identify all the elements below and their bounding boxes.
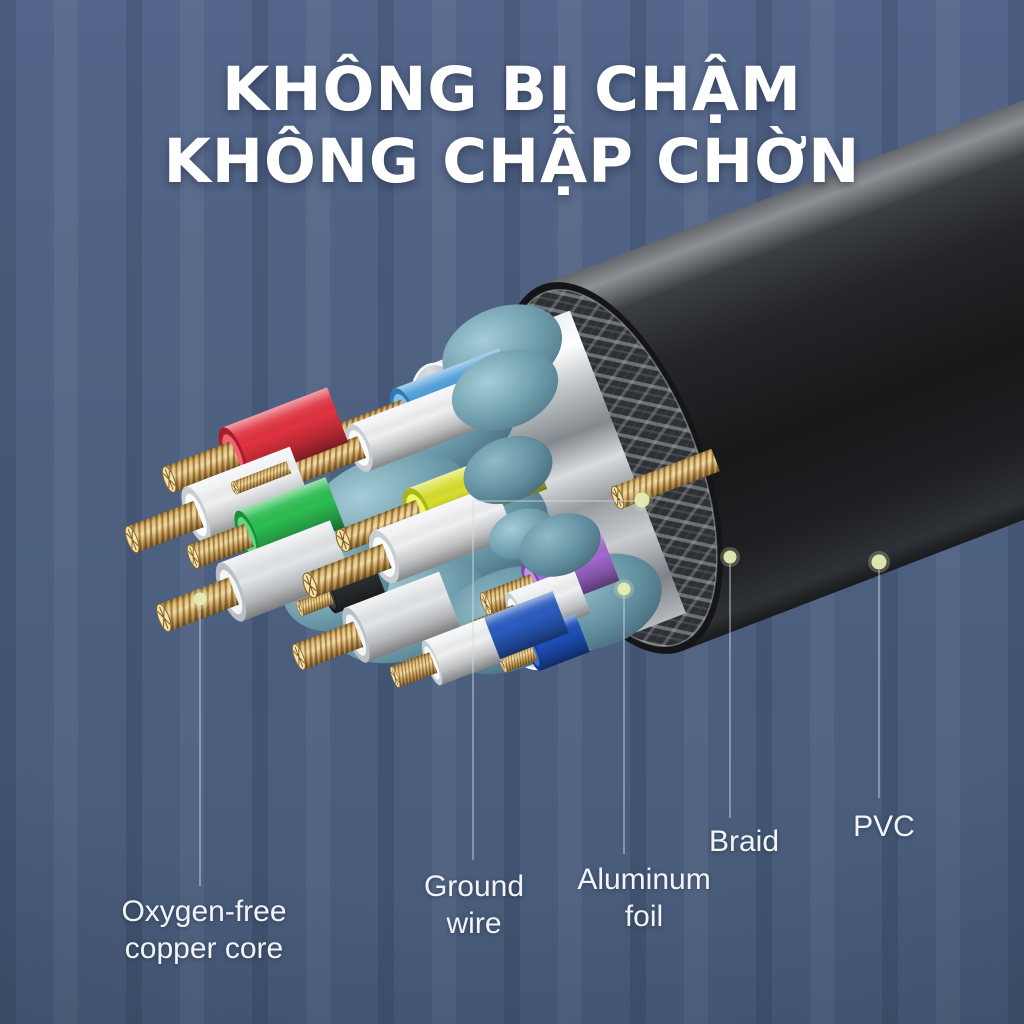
label-oxygen-free-copper-core: Oxygen-free copper core [121,895,287,965]
headline-line-2: KHÔNG CHẬP CHỜN [163,126,861,197]
label-braid: Braid [708,825,780,858]
oxygen-dot [193,592,207,606]
headline: KHÔNG BỊ CHẬM KHÔNG CHẬP CHỜN [0,54,1024,198]
ground-dot [634,492,650,508]
twisted-pair-front-humps [451,349,601,577]
headline-line-1: KHÔNG BỊ CHẬM [222,54,802,125]
leader-lines [199,500,880,886]
leader-dots [190,489,890,609]
ground-leader-line [472,500,642,860]
label-ground-wire: Ground wire [423,870,525,940]
aluminum-dot [617,582,631,596]
label-pvc: PVC [853,810,915,843]
label-aluminum-foil: Aluminum foil [577,863,711,933]
pvc-dot [871,554,887,570]
braid-dot [723,550,737,564]
